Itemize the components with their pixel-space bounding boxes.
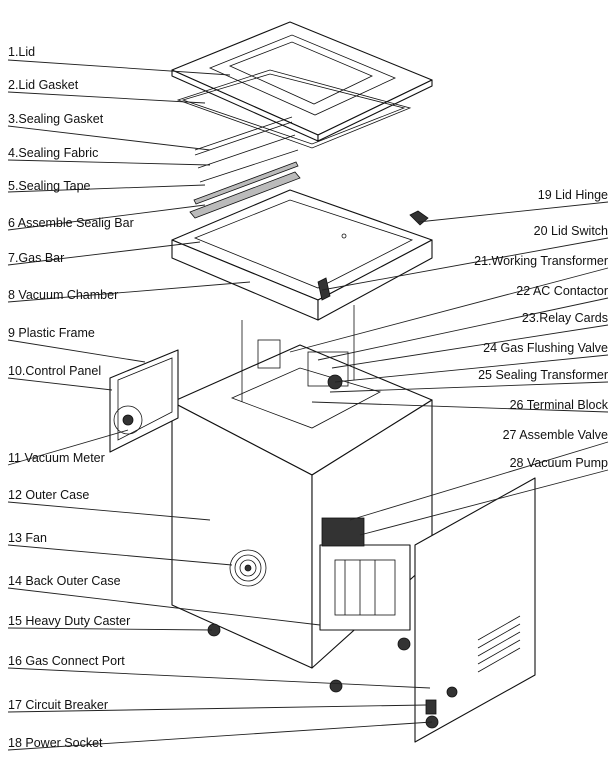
vacuum-pump [319, 517, 411, 631]
callout-17: 17 Circuit Breaker [8, 698, 108, 712]
callout-8: 8 Vacuum Chamber [8, 288, 118, 302]
callout-4: 4.Sealing Fabric [8, 146, 98, 160]
callout-19: 19 Lid Hinge [538, 188, 608, 202]
callout-13: 13 Fan [8, 531, 47, 545]
callout-9: 9 Plastic Frame [8, 326, 95, 340]
control-panel [109, 349, 179, 453]
callout-25: 25 Sealing Transformer [478, 368, 608, 382]
callout-5: 5.Sealing Tape [8, 179, 91, 193]
callout-21: 21.Working Transformer [474, 254, 608, 268]
callout-22: 22 AC Contactor [516, 284, 608, 298]
callout-23: 23.Relay Cards [522, 311, 608, 325]
callout-6: 6 Assemble Sealig Bar [8, 216, 134, 230]
left-callouts: 1.Lid 2.Lid Gasket 3.Sealing Gasket 4.Se… [8, 45, 134, 750]
vacuum-chamber [171, 189, 433, 321]
leader-lines [7, 59, 609, 751]
callout-2: 2.Lid Gasket [8, 78, 79, 92]
right-callouts: 19 Lid Hinge 20 Lid Switch 21.Working Tr… [474, 188, 609, 470]
callout-3: 3.Sealing Gasket [8, 112, 104, 126]
callout-18: 18 Power Socket [8, 736, 103, 750]
lid [171, 21, 433, 142]
callout-28: 28 Vacuum Pump [510, 456, 608, 470]
callout-10: 10.Control Panel [8, 364, 101, 378]
callout-15: 15 Heavy Duty Caster [8, 614, 130, 628]
callout-26: 26 Terminal Block [510, 398, 609, 412]
callout-24: 24 Gas Flushing Valve [483, 341, 608, 355]
fan-grille [229, 549, 267, 587]
callout-14: 14 Back Outer Case [8, 574, 121, 588]
callout-20: 20 Lid Switch [534, 224, 608, 238]
callout-1: 1.Lid [8, 45, 35, 59]
callout-16: 16 Gas Connect Port [8, 654, 125, 668]
back-outer-case [414, 477, 536, 743]
callout-7: 7.Gas Bar [8, 251, 64, 265]
gaskets-and-sealing-bars [176, 69, 412, 219]
callout-11: 11 Vacuum Meter [8, 451, 105, 465]
callout-27: 27 Assemble Valve [503, 428, 608, 442]
callout-12: 12 Outer Case [8, 488, 89, 502]
